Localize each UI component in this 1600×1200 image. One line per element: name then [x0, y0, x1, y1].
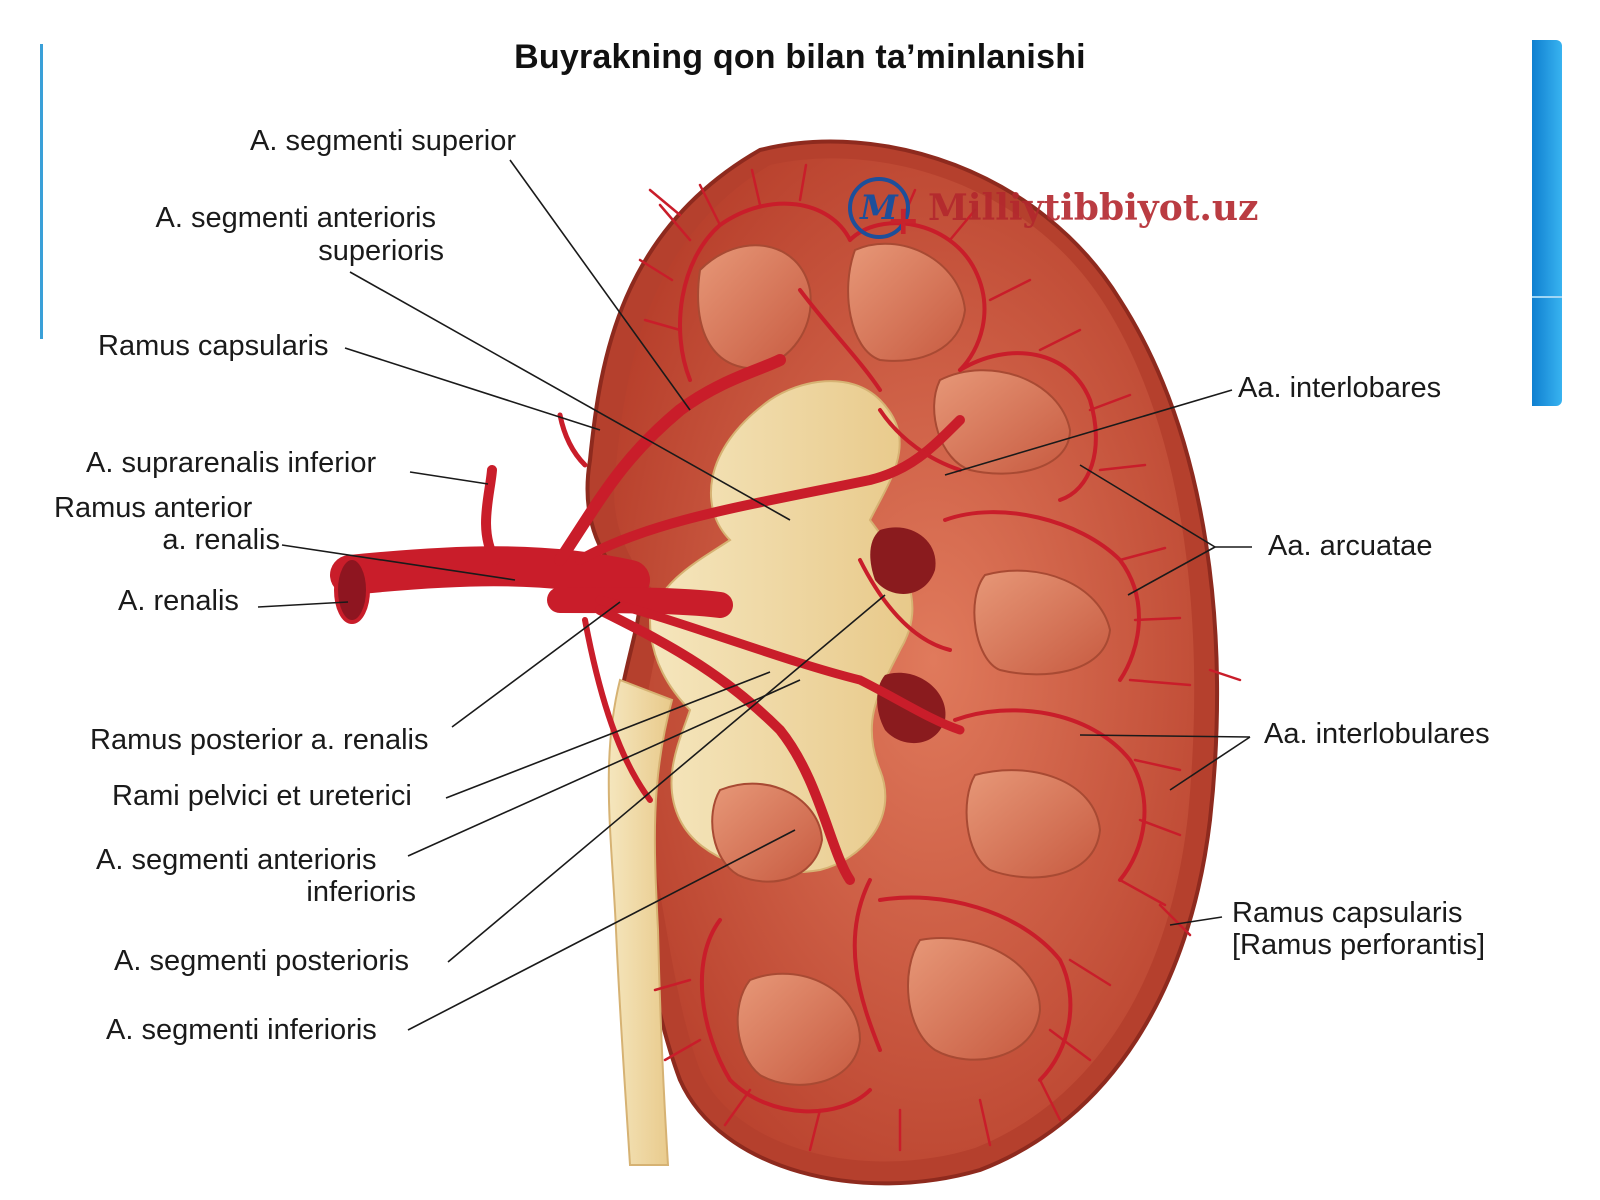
label-a-segmenti-anterioris-superioris-line1: A. segmenti anterioris	[155, 202, 436, 234]
renal-pelvis	[648, 380, 914, 874]
medical-cross-icon: +	[886, 198, 920, 244]
label-aa-interlobares: Aa. interlobares	[1238, 372, 1442, 404]
label-aa-arcuatae: Aa. arcuatae	[1268, 530, 1433, 562]
label-ramus-capsularis-perforantis-line1: Ramus capsularis	[1232, 897, 1463, 929]
watermark: M + Milliytibbiyot.uz	[848, 176, 1259, 241]
arcuate-arteries	[678, 201, 1147, 1114]
page-title: Buyrakning qon bilan ta’minlanishi	[514, 38, 1086, 76]
label-a-suprarenalis-inferior: A. suprarenalis inferior	[86, 447, 377, 479]
watermark-logo-letter: M	[860, 188, 898, 228]
label-a-renalis: A. renalis	[118, 585, 239, 617]
label-a-segmenti-superior: A. segmenti superior	[250, 125, 516, 157]
label-a-segmenti-anterioris-inferioris-line2: inferioris	[306, 876, 416, 908]
label-a-segmenti-posterioris: A. segmenti posterioris	[114, 945, 409, 977]
label-ramus-capsularis-perforantis-line2: [Ramus perforantis]	[1232, 929, 1486, 961]
watermark-logo-icon: M +	[848, 177, 920, 241]
label-ramus-capsularis: Ramus capsularis	[98, 330, 329, 362]
label-ramus-anterior-line2: a. renalis	[162, 524, 280, 556]
interlobular-arteries	[638, 163, 1242, 1152]
label-a-segmenti-anterioris-superioris-line2: superioris	[318, 235, 444, 267]
renal-artery	[330, 354, 965, 885]
label-ramus-posterior-a-renalis: Ramus posterior a. renalis	[90, 724, 429, 756]
label-a-segmenti-anterioris-inferioris-line1: A. segmenti anterioris	[96, 844, 377, 876]
watermark-text: Milliytibbiyot.uz	[928, 187, 1259, 229]
ureter	[607, 678, 674, 1166]
label-a-segmenti-inferioris: A. segmenti inferioris	[106, 1014, 377, 1046]
label-ramus-anterior-line1: Ramus anterior	[54, 492, 253, 524]
right-accent-tab	[1532, 40, 1562, 406]
left-accent-rule	[40, 44, 43, 339]
label-aa-interlobulares: Aa. interlobulares	[1264, 718, 1490, 750]
label-rami-pelvici-et-ureterici: Rami pelvici et ureterici	[112, 780, 412, 812]
